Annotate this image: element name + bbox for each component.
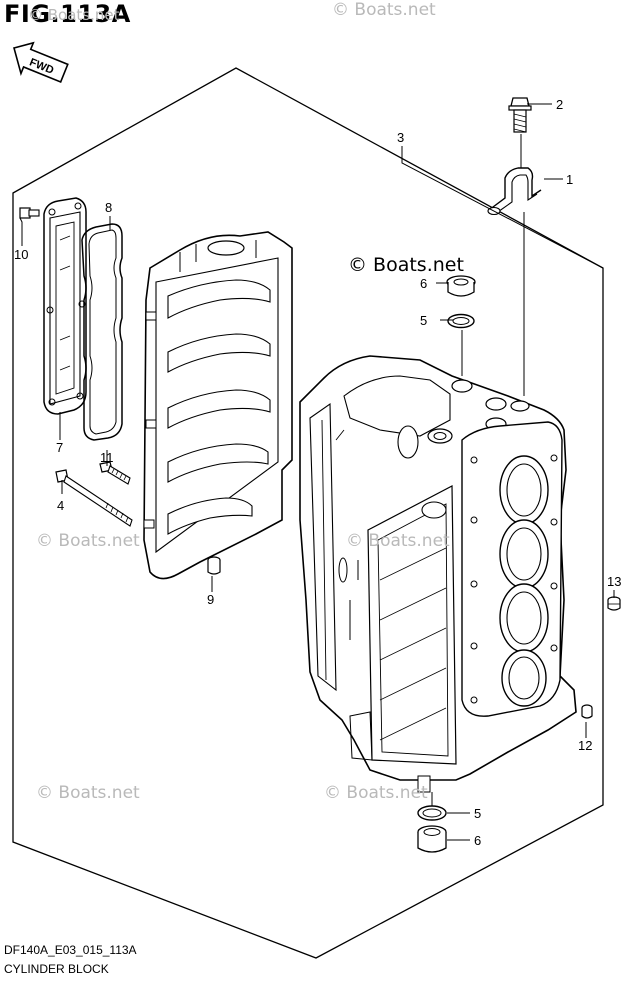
exhaust-cover-housing[interactable] bbox=[143, 231, 293, 580]
part-11-bolt[interactable] bbox=[99, 461, 131, 485]
watermark-top: © Boats.net bbox=[332, 0, 436, 20]
model-code: DF140A_E03_015_113A bbox=[4, 943, 137, 957]
callout-numbers: 1 2 3 4 5 6 7 8 9 10 11 12 13 5 6 bbox=[14, 97, 621, 848]
callout-3: 3 bbox=[397, 130, 404, 145]
watermark-mid-right: © Boats.net bbox=[346, 531, 450, 551]
watermark-top-left: © Boats.net bbox=[28, 6, 120, 24]
part-5-oring-bottom[interactable] bbox=[417, 805, 447, 821]
callout-8: 8 bbox=[105, 200, 112, 215]
part-6-plug-top[interactable] bbox=[446, 275, 476, 297]
part-2-bolt[interactable] bbox=[508, 97, 532, 133]
callout-2: 2 bbox=[556, 97, 563, 112]
watermark-mid-left: © Boats.net bbox=[36, 531, 140, 551]
part-1-bracket[interactable] bbox=[487, 167, 542, 216]
callout-9: 9 bbox=[207, 592, 214, 607]
figure-title: FIG.113A bbox=[4, 0, 131, 28]
figure-name: CYLINDER BLOCK bbox=[4, 962, 109, 976]
leader-lines bbox=[19, 103, 615, 841]
part-4-long-bolt[interactable] bbox=[55, 469, 133, 527]
callout-5-top: 5 bbox=[420, 313, 427, 328]
callout-7: 7 bbox=[56, 440, 63, 455]
part-6-plug-bottom[interactable] bbox=[417, 825, 447, 853]
cylinder-block[interactable] bbox=[299, 355, 577, 793]
part-12-stud[interactable] bbox=[581, 704, 593, 719]
assembly-frame bbox=[12, 67, 604, 959]
callout-12: 12 bbox=[578, 738, 592, 753]
part-5-oring-top[interactable] bbox=[447, 313, 475, 329]
part-10-bolt[interactable] bbox=[19, 207, 40, 219]
callout-13: 13 bbox=[607, 574, 621, 589]
watermark-center: © Boats.net bbox=[348, 254, 464, 276]
callout-11: 11 bbox=[100, 450, 114, 465]
callout-1: 1 bbox=[566, 172, 573, 187]
fwd-arrow-icon[interactable]: FWD bbox=[6, 37, 70, 89]
callout-10: 10 bbox=[14, 247, 28, 262]
watermark-low-right: © Boats.net bbox=[324, 783, 428, 803]
callout-6-top: 6 bbox=[420, 276, 427, 291]
part-13-stud[interactable] bbox=[607, 596, 621, 611]
callout-5-bottom: 5 bbox=[474, 806, 481, 821]
part-8-gasket[interactable] bbox=[81, 223, 123, 441]
callout-4: 4 bbox=[57, 498, 64, 513]
callout-6-bottom: 6 bbox=[474, 833, 481, 848]
part-7-cover[interactable] bbox=[43, 197, 87, 415]
part-9-dowel-pin[interactable] bbox=[207, 556, 221, 575]
watermark-low-left: © Boats.net bbox=[36, 783, 140, 803]
